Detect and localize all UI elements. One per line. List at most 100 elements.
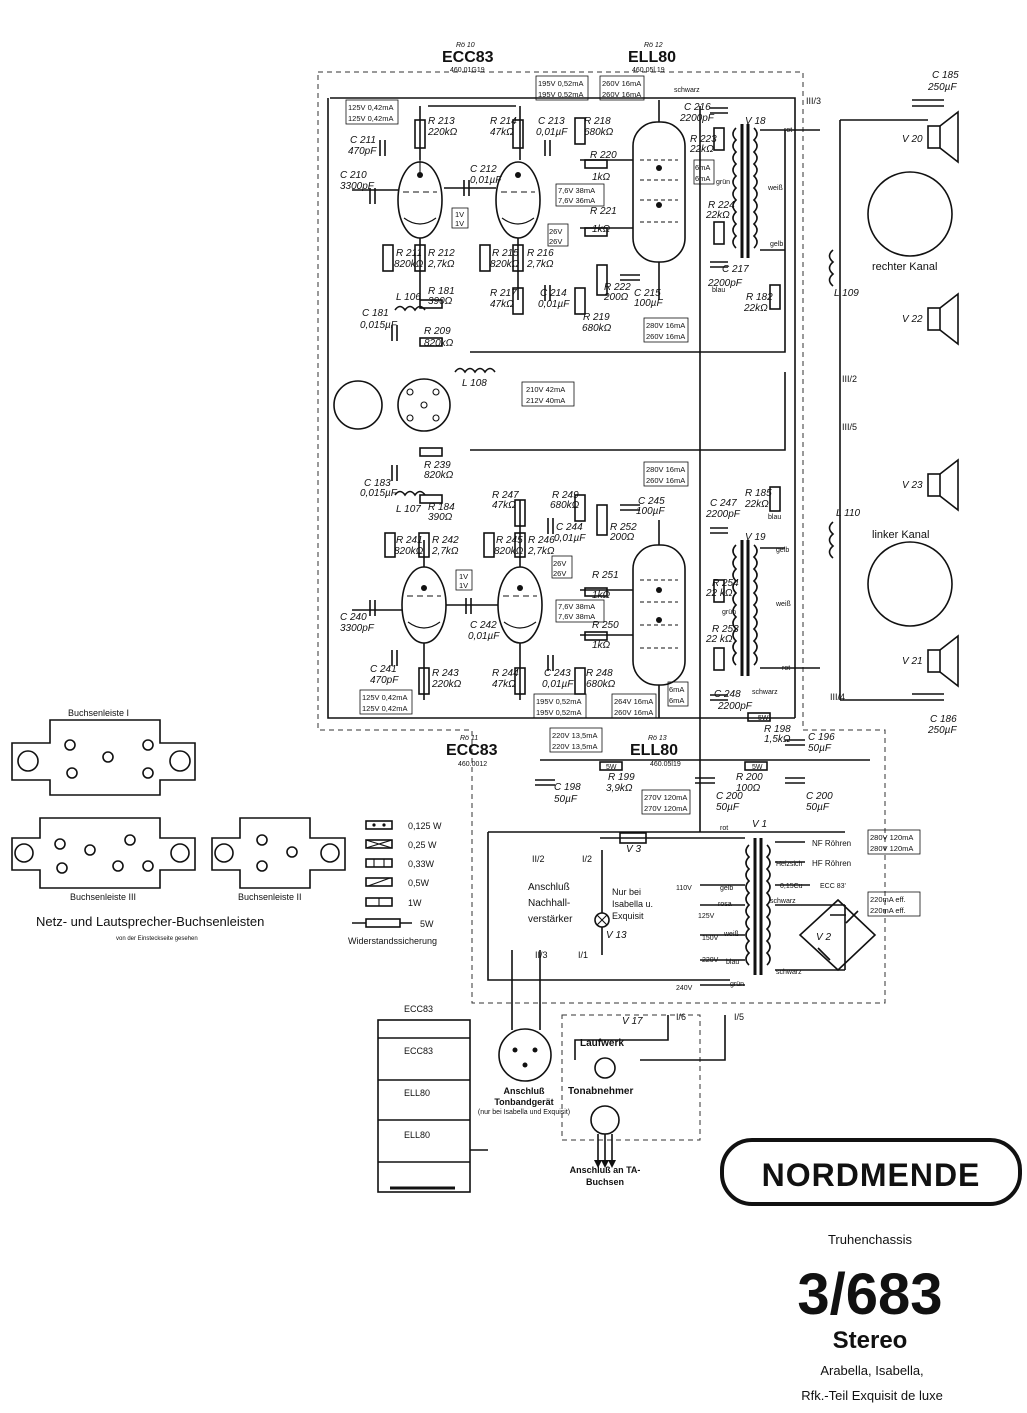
label-tap-125v: 125V bbox=[698, 913, 715, 920]
label-r214: R 214 bbox=[490, 116, 517, 127]
label-buchsenleiste-3: Buchsenleiste III bbox=[70, 892, 136, 902]
label-r245-value: 820kΩ bbox=[494, 546, 524, 557]
wire-grun-lower: grün bbox=[722, 609, 736, 616]
label-c217-value: 2200pF bbox=[707, 278, 743, 289]
wire-rot-psu: rot bbox=[720, 825, 728, 832]
label-l107: L 107 bbox=[396, 504, 421, 515]
label-v2: V 2 bbox=[816, 932, 831, 943]
label-r241-value: 820kΩ bbox=[394, 546, 424, 557]
label-r223-value: 22kΩ bbox=[689, 144, 714, 155]
label-r245: R 245 bbox=[496, 535, 523, 546]
label-r239-value: 820kΩ bbox=[424, 470, 454, 481]
label-l109: L 109 bbox=[834, 288, 859, 299]
label-c215-value: 100µF bbox=[634, 298, 663, 309]
label-r211-value: 820kΩ bbox=[394, 259, 424, 270]
volt-lower-grid-a: 1V bbox=[459, 572, 468, 581]
label-r254: R 254 bbox=[712, 578, 739, 589]
volt-psu-220-a: 220V 13,5mA bbox=[552, 731, 597, 740]
volt-lower-195-a: 195V 0,52mA bbox=[536, 697, 581, 706]
label-r199: R 199 bbox=[608, 772, 635, 783]
volt-lower-125-a: 125V 0,42mA bbox=[362, 693, 407, 702]
label-v22: V 22 bbox=[902, 314, 923, 325]
label-r242: R 242 bbox=[432, 535, 459, 546]
label-r200: R 200 bbox=[736, 772, 763, 783]
wire-blau-upper: blau bbox=[712, 287, 725, 294]
label-c242: C 242 bbox=[470, 620, 497, 631]
label-r218-value: 680kΩ bbox=[584, 127, 614, 138]
wire-schwarz-lower: schwarz bbox=[752, 689, 778, 696]
label-r198: R 198 bbox=[764, 724, 791, 735]
label-v1: V 1 bbox=[752, 819, 767, 830]
label-r242-value: 2,7kΩ bbox=[431, 546, 459, 557]
label-c183: C 183 bbox=[364, 478, 391, 489]
label-r218: R 218 bbox=[584, 116, 611, 127]
label-r247-value: 47kΩ bbox=[492, 500, 516, 511]
volt-screen-b: 7,6V 36mA bbox=[558, 196, 595, 205]
label-r243-value: 220kΩ bbox=[431, 679, 462, 690]
tube-ro11-type: ECC83 bbox=[446, 742, 498, 759]
brand-name: NORDMENDE bbox=[762, 1157, 981, 1193]
volt-screen-a: 7,6V 38mA bbox=[558, 186, 595, 195]
label-netz-title: Netz- und Lautsprecher-Buchsenleisten bbox=[36, 914, 264, 929]
label-r220: R 220 bbox=[590, 150, 617, 161]
label-c248-value: 2200pF bbox=[717, 701, 753, 712]
volt-psu-270-b: 270V 120mA bbox=[644, 804, 687, 813]
volt-lower-screen-a: 7,6V 38mA bbox=[558, 602, 595, 611]
label-c242-value: 0,01µF bbox=[468, 631, 500, 642]
choke-symbols bbox=[394, 249, 835, 559]
volt-psu-280-a: 280V 120mA bbox=[870, 833, 913, 842]
connector-i6: I/6 bbox=[676, 1012, 686, 1022]
label-c186-value: 250µF bbox=[927, 725, 957, 736]
brand-model: 3/683 bbox=[797, 1262, 942, 1327]
label-c181-value: 0,015µF bbox=[360, 320, 398, 331]
wire-weiss-psu: weiß bbox=[723, 931, 739, 938]
volt-tube3-a: 260V 16mA bbox=[602, 79, 641, 88]
label-r209-value: 820kΩ bbox=[424, 338, 454, 349]
label-c244: C 244 bbox=[556, 522, 583, 533]
label-r244: R 244 bbox=[492, 668, 519, 679]
volt-psu-270-a: 270V 120mA bbox=[644, 793, 687, 802]
label-c243-value: 0,01µF bbox=[542, 679, 574, 690]
legend-033w: 0,33W bbox=[408, 859, 435, 869]
volt-tube3-b: 260V 16mA bbox=[602, 90, 641, 99]
label-r252-value: 200Ω bbox=[609, 532, 635, 543]
legend-5w: 5W bbox=[420, 919, 434, 929]
label-r217-value: 47kΩ bbox=[490, 299, 514, 310]
label-c214: C 214 bbox=[540, 288, 567, 299]
label-r219-value: 680kΩ bbox=[582, 323, 612, 334]
connector-iii3: III/3 bbox=[806, 96, 821, 106]
label-r249: R 249 bbox=[552, 490, 579, 501]
label-nur-bei: Nur bei Isabella u. Exquisit bbox=[612, 887, 654, 921]
label-r215-value: 820kΩ bbox=[490, 259, 520, 270]
tube-ro10-upper bbox=[352, 160, 541, 300]
connector-ii3: II/3 bbox=[535, 950, 548, 960]
label-c248: C 248 bbox=[714, 689, 741, 700]
label-c200a-value: 50µF bbox=[716, 802, 740, 813]
pilot-lamp-v13 bbox=[594, 850, 610, 955]
wire-blau-lower: blau bbox=[768, 514, 781, 521]
legend-025w: 0,25 W bbox=[408, 840, 437, 850]
label-c244-value: 0,01µF bbox=[554, 533, 586, 544]
label-tap-240v: 240V bbox=[676, 985, 693, 992]
label-heizsich: Heizsich bbox=[776, 861, 803, 868]
wire-schwarz-top: schwarz bbox=[674, 87, 700, 94]
volt-lower-195-b: 195V 0,52mA bbox=[536, 708, 581, 717]
label-rechter-kanal: rechter Kanal bbox=[872, 261, 937, 273]
label-l106: L 106 bbox=[396, 292, 421, 303]
label-r213-value: 220kΩ bbox=[427, 127, 458, 138]
rectifier-v2 bbox=[798, 898, 877, 972]
label-c200a: C 200 bbox=[716, 791, 743, 802]
label-r241: R 241 bbox=[396, 535, 423, 546]
label-buchsenleiste-1: Buchsenleiste I bbox=[68, 708, 129, 718]
label-ecc83-heater: ECC 83' bbox=[820, 883, 846, 890]
volt-lower-grid-b: 1V bbox=[459, 581, 468, 590]
input-sockets bbox=[333, 378, 451, 432]
label-r199-value: 3,9kΩ bbox=[606, 783, 633, 794]
label-r214-value: 47kΩ bbox=[490, 127, 514, 138]
label-r222: R 222 bbox=[604, 282, 631, 293]
label-r220-value: 1kΩ bbox=[592, 172, 611, 183]
wire-rosa-psu: rosa bbox=[718, 901, 732, 908]
volt-psu-220-b: 220V 13,5mA bbox=[552, 742, 597, 751]
tape-socket bbox=[498, 950, 552, 1082]
